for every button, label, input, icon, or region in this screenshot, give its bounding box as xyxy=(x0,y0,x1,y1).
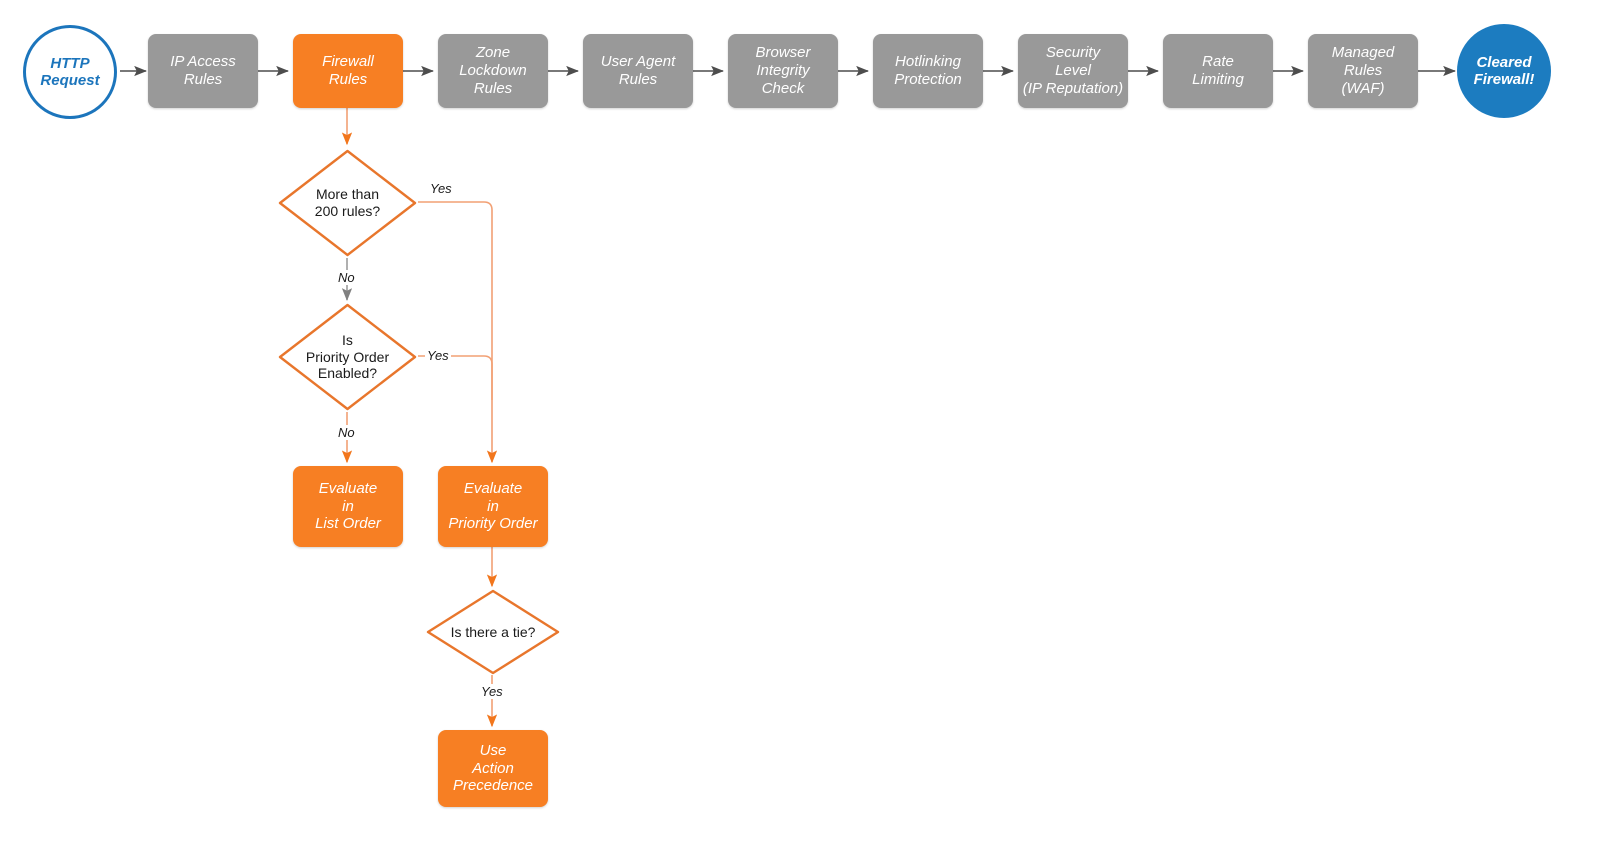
node-user-agent-rules-label: User Agent Rules xyxy=(600,53,676,88)
node-rate-limiting[interactable]: Rate Limiting xyxy=(1163,34,1273,108)
edge-label-text: No xyxy=(338,425,355,440)
node-evaluate-list-order[interactable]: Evaluate in List Order xyxy=(293,466,403,547)
node-cleared-firewall-label: Cleared Firewall! xyxy=(1473,53,1535,88)
node-evaluate-list-order-label: Evaluate in List Order xyxy=(315,479,381,533)
node-firewall-rules[interactable]: Firewall Rules xyxy=(293,34,403,108)
node-zone-lockdown-rules-label: Zone Lockdown Rules xyxy=(459,44,527,97)
diamond-shape xyxy=(278,149,417,257)
node-browser-integrity-check-label: Browser Integrity Check xyxy=(755,44,811,97)
edge-label-no-more-than-200: No xyxy=(336,270,357,285)
node-http-request-label: HTTP Request xyxy=(40,54,100,89)
node-zone-lockdown-rules[interactable]: Zone Lockdown Rules xyxy=(438,34,548,108)
node-browser-integrity-check[interactable]: Browser Integrity Check xyxy=(728,34,838,108)
node-hotlinking-protection[interactable]: Hotlinking Protection xyxy=(873,34,983,108)
edge-label-text: Yes xyxy=(427,348,449,363)
node-is-there-a-tie-label: Is there a tie? xyxy=(450,623,536,640)
node-evaluate-priority-order-label: Evaluate in Priority Order xyxy=(448,479,538,533)
node-priority-order-enabled[interactable]: Is Priority Order Enabled? xyxy=(277,302,418,412)
node-managed-rules-waf[interactable]: Managed Rules (WAF) xyxy=(1308,34,1418,108)
edge-label-text: Yes xyxy=(481,684,503,699)
node-cleared-firewall[interactable]: Cleared Firewall! xyxy=(1457,24,1551,118)
node-priority-order-enabled-label: Is Priority Order Enabled? xyxy=(305,332,390,382)
node-more-than-200-rules-label: More than 200 rules? xyxy=(314,186,381,219)
edge-label-yes-more-than-200: Yes xyxy=(428,181,454,196)
node-ip-access-rules-label: IP Access Rules xyxy=(170,53,236,88)
node-firewall-rules-label: Firewall Rules xyxy=(322,53,374,88)
node-more-than-200-rules[interactable]: More than 200 rules? xyxy=(277,148,418,258)
edge-label-text: No xyxy=(338,270,355,285)
node-http-request[interactable]: HTTP Request xyxy=(23,25,117,119)
node-evaluate-priority-order[interactable]: Evaluate in Priority Order xyxy=(438,466,548,547)
node-use-action-precedence[interactable]: Use Action Precedence xyxy=(438,730,548,807)
diamond-shape xyxy=(426,589,560,675)
node-is-there-a-tie[interactable]: Is there a tie? xyxy=(425,588,561,676)
node-security-level[interactable]: Security Level (IP Reputation) xyxy=(1018,34,1128,108)
node-ip-access-rules[interactable]: IP Access Rules xyxy=(148,34,258,108)
edge-label-yes-tie: Yes xyxy=(479,684,505,699)
edge-label-no-priority-order: No xyxy=(336,425,357,440)
edge-label-yes-priority-order: Yes xyxy=(425,348,451,363)
edge-label-text: Yes xyxy=(430,181,452,196)
node-managed-rules-waf-label: Managed Rules (WAF) xyxy=(1331,44,1395,97)
diamond-shape xyxy=(278,303,417,411)
node-rate-limiting-label: Rate Limiting xyxy=(1192,53,1244,88)
node-security-level-label: Security Level (IP Reputation) xyxy=(1022,44,1124,97)
node-hotlinking-protection-label: Hotlinking Protection xyxy=(894,53,962,88)
node-use-action-precedence-label: Use Action Precedence xyxy=(452,741,534,795)
edge-more200-yes xyxy=(418,201,498,464)
node-user-agent-rules[interactable]: User Agent Rules xyxy=(583,34,693,108)
